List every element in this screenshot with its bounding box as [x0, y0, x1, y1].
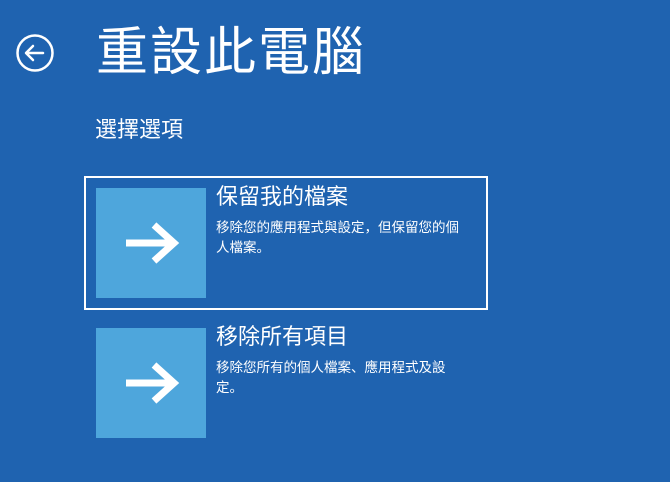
circle-arrow-left-icon [16, 34, 54, 72]
option-keep-my-files[interactable]: 保留我的檔案 移除您的應用程式與設定，但保留您的個人檔案。 [84, 176, 488, 310]
option-tile [96, 188, 206, 298]
option-tile [96, 328, 206, 438]
option-remove-everything[interactable]: 移除所有項目 移除您所有的個人檔案、應用程式及設定。 [84, 316, 488, 450]
arrow-right-icon [126, 362, 180, 404]
option-title: 保留我的檔案 [216, 185, 349, 210]
option-title: 移除所有項目 [216, 325, 349, 350]
arrow-right-icon [126, 222, 180, 264]
option-description: 移除您所有的個人檔案、應用程式及設定。 [216, 360, 446, 396]
back-button[interactable] [16, 34, 54, 72]
option-description: 移除您的應用程式與設定，但保留您的個人檔案。 [216, 220, 459, 256]
page-title: 重設此電腦 [96, 23, 367, 83]
page-subtitle: 選擇選項 [95, 118, 184, 143]
